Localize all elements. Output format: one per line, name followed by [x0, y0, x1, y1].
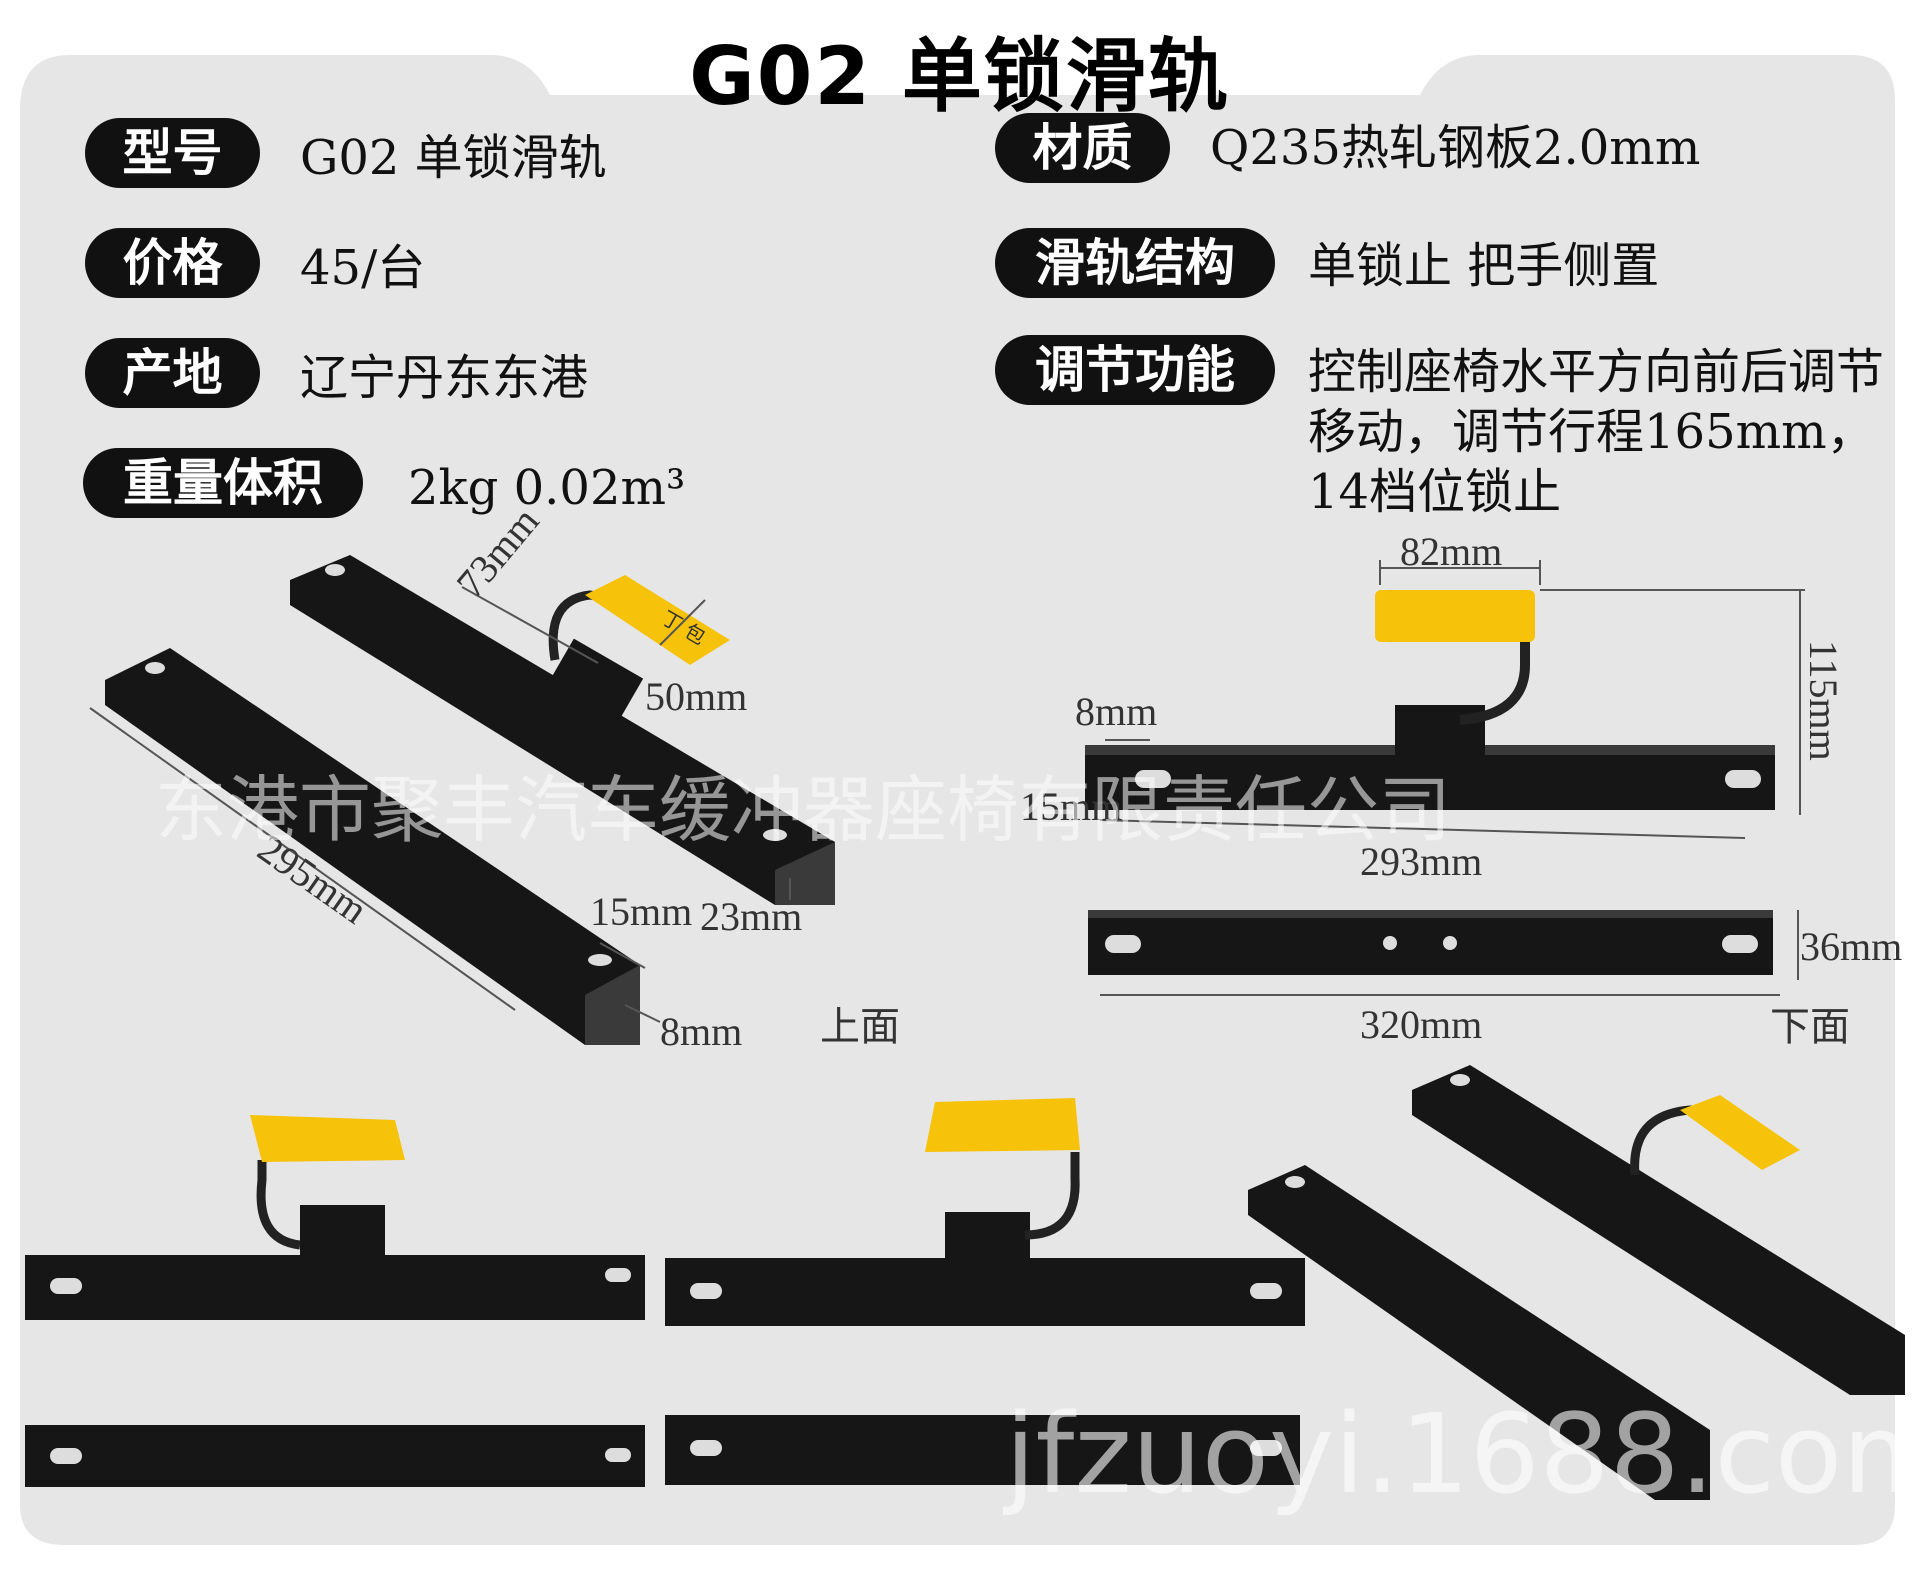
view-label-top: 上面: [820, 1004, 900, 1049]
bottom-row-rail-3: [25, 1425, 645, 1487]
spec-label-price: 价格: [85, 228, 260, 298]
spec-label-structure: 滑轨结构: [995, 228, 1275, 298]
spec-value-origin: 辽宁丹东东港: [300, 350, 589, 406]
dim-side-width: 15mm: [1020, 784, 1122, 829]
spec-value-weight: 2kg 0.02m³: [408, 460, 686, 516]
iso-handle: [585, 575, 730, 665]
dim-iso-rail-height: 23mm: [700, 894, 802, 939]
dim-side-handle-width: 82mm: [1400, 529, 1502, 574]
spec-value-structure: 单锁止 把手侧置: [1308, 238, 1660, 294]
bottom-rail: [1088, 910, 1773, 975]
view-label-bottom: 下面: [1770, 1004, 1850, 1049]
spec-label-material: 材质: [995, 113, 1170, 183]
iso-rail-front: [105, 648, 640, 1045]
spec-label-function: 调节功能: [995, 335, 1275, 405]
dim-iso-rail-width: 15mm: [590, 889, 692, 934]
spec-label-model: 型号: [85, 118, 260, 188]
site-watermark: jfzuoyi.1688.com: [1003, 1390, 1919, 1518]
bottom-row-iso-back: [1412, 1065, 1905, 1395]
dim-iso-handle: 73mm: [447, 499, 547, 606]
spec-label-origin: 产地: [85, 338, 260, 408]
spec-value-function: 控制座椅水平方向前后调节移动，调节行程165mm，14档位锁止: [1308, 344, 1885, 520]
spec-value-price: 45/台: [300, 240, 426, 296]
dim-side-height: 115mm: [1801, 640, 1846, 761]
bottom-row-rail-2: [665, 1098, 1305, 1326]
spec-value-material: Q235热轧钢板2.0mm: [1210, 120, 1701, 176]
dim-side-length: 293mm: [1360, 839, 1482, 884]
spec-label-weight: 重量体积: [83, 448, 363, 518]
side-rail: [1085, 590, 1775, 810]
spec-value-model: G02 单锁滑轨: [300, 130, 607, 186]
dim-line-iso-length: [89, 707, 516, 1011]
side-handle: [1375, 590, 1535, 642]
dim-bottom-height: 36mm: [1800, 924, 1902, 969]
bottom-row-iso-front: [1248, 1165, 1710, 1500]
dim-iso-handle-width: 50mm: [645, 674, 747, 719]
dim-iso-rail-thickness: 8mm: [660, 1009, 742, 1054]
bottom-row-rail-1: [25, 1115, 645, 1320]
company-watermark: 东港市聚丰汽车缓冲器座椅有限责任公司: [155, 768, 1451, 852]
bottom-row-rail-4: [665, 1415, 1300, 1485]
dim-bottom-length: 320mm: [1360, 1002, 1482, 1047]
page-title: G02 单锁滑轨: [689, 30, 1230, 123]
dim-side-pitch: 8mm: [1075, 689, 1157, 734]
